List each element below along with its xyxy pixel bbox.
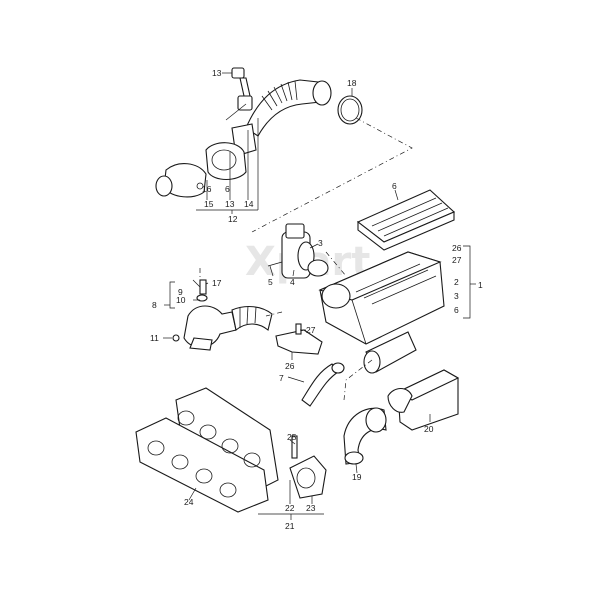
callout-15: 15: [204, 199, 214, 209]
throttle-housing: [205, 142, 247, 181]
callout-24: 24: [184, 497, 194, 507]
callout-labels: 13 18 16 6 15 13 14 12 6 3 26 27 2 1 3 6…: [150, 68, 483, 531]
air-filter-housing: [318, 251, 445, 374]
sealing-ring: [307, 259, 329, 277]
callout-20: 20: [424, 424, 434, 434]
callout-25: 25: [287, 432, 297, 442]
callout-7: 7: [279, 373, 284, 383]
intake-hose-lower: [343, 407, 387, 465]
intake-hose-assembly: [155, 67, 363, 198]
manifold-gasket: [135, 417, 269, 513]
callout-6-top: 6: [225, 184, 230, 194]
intake-elbow: [163, 163, 207, 198]
callout-9: 9: [178, 287, 183, 297]
intake-manifold: [135, 387, 279, 513]
callout-1: 1: [478, 280, 483, 290]
callout-10: 10: [176, 295, 186, 305]
callout-6-filter: 6: [392, 181, 397, 191]
leader-lines: [163, 72, 476, 520]
callout-12: 12: [228, 214, 238, 224]
callout-5: 5: [268, 277, 273, 287]
guide-lines: [199, 117, 413, 401]
callout-8: 8: [152, 300, 157, 310]
throttle-unit-body: [289, 455, 327, 499]
hose-outlet-ring: [312, 80, 332, 106]
callout-4: 4: [290, 277, 295, 287]
corrugated-hose: [245, 79, 321, 137]
callout-13-lower: 13: [225, 199, 235, 209]
callout-18: 18: [347, 78, 357, 88]
air-filter-element: [356, 189, 455, 251]
callout-2: 2: [454, 277, 459, 287]
callout-27-right: 27: [452, 255, 462, 265]
callout-16: 16: [202, 184, 212, 194]
intake-pipe-left: [172, 279, 273, 351]
air-mass-meter: [267, 223, 329, 279]
callout-11: 11: [150, 333, 159, 343]
callout-6-right: 6: [454, 305, 459, 315]
callout-13-top: 13: [212, 68, 222, 78]
callout-17: 17: [212, 278, 222, 288]
vacuum-connector: [231, 67, 245, 79]
callout-3-right: 3: [454, 291, 459, 301]
callout-27-left: 27: [306, 325, 316, 335]
hose-clamp: [337, 95, 363, 125]
callout-23: 23: [306, 503, 316, 513]
callout-14: 14: [244, 199, 254, 209]
throttle-valve-unit: [289, 435, 327, 499]
callout-22: 22: [285, 503, 295, 513]
air-intake-duct: [387, 369, 460, 431]
housing-inlet: [321, 283, 351, 309]
callout-3-sensor: 3: [318, 238, 323, 248]
mounting-bolt: [291, 435, 298, 459]
callout-21: 21: [285, 521, 295, 531]
callout-26-left: 26: [285, 361, 295, 371]
callout-19: 19: [352, 472, 362, 482]
callout-26-right: 26: [452, 243, 462, 253]
flex-hose-left: [231, 305, 273, 331]
